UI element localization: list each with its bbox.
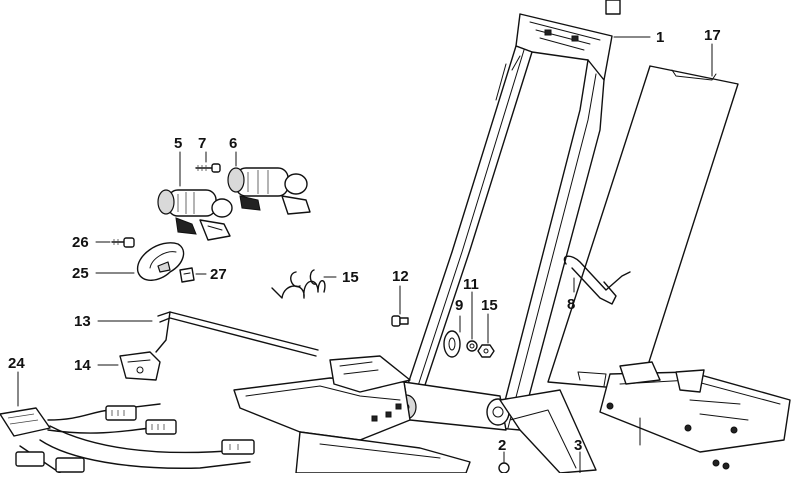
part-1-backrest-frame[interactable] <box>395 0 621 431</box>
callout-8: 8 <box>567 296 575 313</box>
part-6-adjustment-motor[interactable] <box>227 167 311 215</box>
part-12-bolt[interactable] <box>391 315 409 327</box>
callout-9: 9 <box>455 297 463 314</box>
seat-rail-bracket[interactable] <box>599 361 791 453</box>
part-14-mounting-bracket[interactable] <box>119 351 161 381</box>
callout-17: 17 <box>704 27 721 44</box>
callout-7: 7 <box>198 135 206 152</box>
part-5-adjustment-motor[interactable] <box>157 189 233 241</box>
seat-base-frame[interactable] <box>233 355 597 474</box>
callout-24: 24 <box>8 355 25 372</box>
part-25-lever-cover[interactable] <box>137 242 185 281</box>
part-17-rear-panel[interactable] <box>547 65 739 391</box>
part-2-nut[interactable] <box>498 462 510 474</box>
part-27-clip[interactable] <box>179 267 195 283</box>
part-11-nut[interactable] <box>477 344 495 358</box>
callout-11: 15 <box>481 297 498 314</box>
part-13-connecting-rod[interactable] <box>155 311 319 357</box>
part-26-bolt[interactable] <box>111 237 135 248</box>
callout-3: 3 <box>574 437 582 454</box>
part-24-wiring-harness[interactable] <box>0 403 255 474</box>
part-9-bearing[interactable] <box>443 330 461 358</box>
callout-13: 13 <box>74 313 91 330</box>
callout-1: 1 <box>656 29 664 46</box>
part-10-washer[interactable] <box>466 340 478 352</box>
callout-12: 12 <box>392 268 409 285</box>
callout-5: 5 <box>174 135 182 152</box>
callout-27: 27 <box>210 266 227 283</box>
callout-26: 26 <box>72 234 89 251</box>
part-8-wire-bracket[interactable] <box>563 255 631 305</box>
callout-10: 11 <box>463 276 479 293</box>
callout-15: 15 <box>342 269 359 286</box>
callout-14: 14 <box>74 357 91 374</box>
callout-6: 6 <box>229 135 237 152</box>
part-7-screw[interactable] <box>195 163 221 173</box>
part-15-torsion-spring[interactable] <box>271 269 326 299</box>
callout-25: 25 <box>72 265 89 282</box>
callout-2: 2 <box>498 437 506 454</box>
